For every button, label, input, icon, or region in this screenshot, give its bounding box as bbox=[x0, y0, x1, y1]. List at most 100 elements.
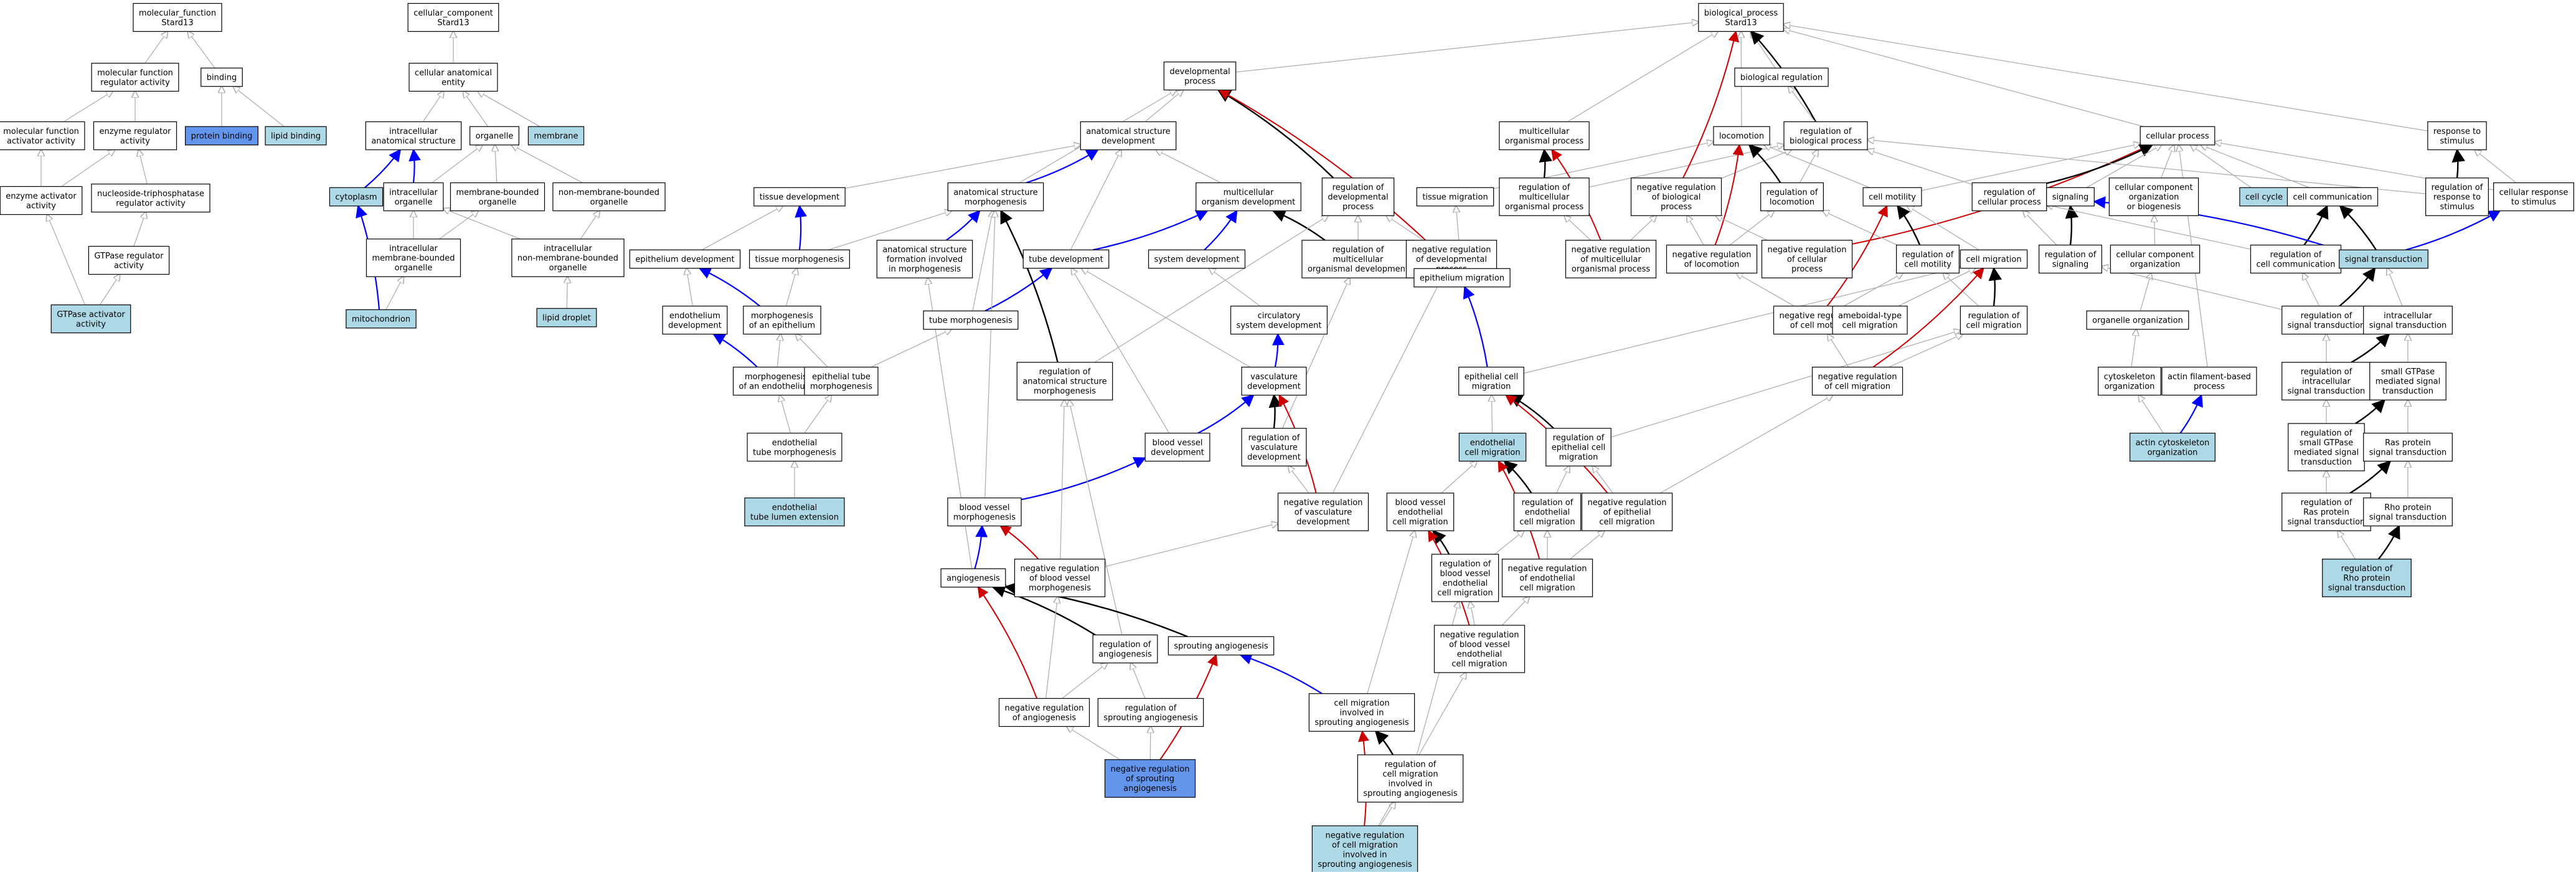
go-term-node[interactable]: signaling bbox=[2046, 187, 2095, 207]
go-term-node[interactable]: cellular process bbox=[2140, 126, 2215, 146]
go-term-node[interactable]: cell cycle bbox=[2239, 187, 2289, 207]
go-term-node[interactable]: protein binding bbox=[184, 126, 259, 146]
go-term-node[interactable]: locomotion bbox=[1713, 126, 1770, 146]
go-term-node[interactable]: organelle bbox=[469, 126, 519, 146]
go-term-node[interactable]: sprouting angiogenesis bbox=[1168, 636, 1275, 656]
go-term-node[interactable]: organelle organization bbox=[2086, 310, 2189, 330]
go-term-node[interactable]: epithelium development bbox=[629, 249, 741, 269]
go-term-node[interactable]: cell migration bbox=[1960, 249, 2028, 269]
go-term-node[interactable]: intracellularnon-membrane-boundedorganel… bbox=[511, 239, 625, 277]
go-term-node[interactable]: tube development bbox=[1022, 249, 1110, 269]
go-term-node[interactable]: tissue morphogenesis bbox=[749, 249, 850, 269]
go-term-node[interactable]: angiogenesis bbox=[940, 568, 1006, 588]
go-term-node[interactable]: lipid droplet bbox=[536, 308, 597, 328]
go-term-node[interactable]: lipid binding bbox=[265, 126, 327, 146]
go-term-node[interactable]: tissue migration bbox=[1416, 187, 1494, 207]
go-term-node[interactable]: cell motility bbox=[1862, 187, 1922, 207]
go-term-node[interactable]: binding bbox=[201, 67, 243, 87]
go-term-node[interactable]: cell communication bbox=[2286, 187, 2379, 207]
go-term-node[interactable]: tissue development bbox=[753, 187, 846, 207]
go-term-node[interactable]: cytoplasm bbox=[329, 187, 384, 207]
go-term-node[interactable]: tube morphogenesis bbox=[923, 310, 1019, 330]
go-term-node[interactable]: signal transduction bbox=[2339, 249, 2428, 269]
go-term-node[interactable]: system development bbox=[1148, 249, 1246, 269]
go-term-node[interactable]: membrane bbox=[527, 126, 585, 146]
go-term-node[interactable]: epithelium migration bbox=[1413, 268, 1511, 288]
go-term-node[interactable]: mitochondrion bbox=[346, 309, 417, 329]
